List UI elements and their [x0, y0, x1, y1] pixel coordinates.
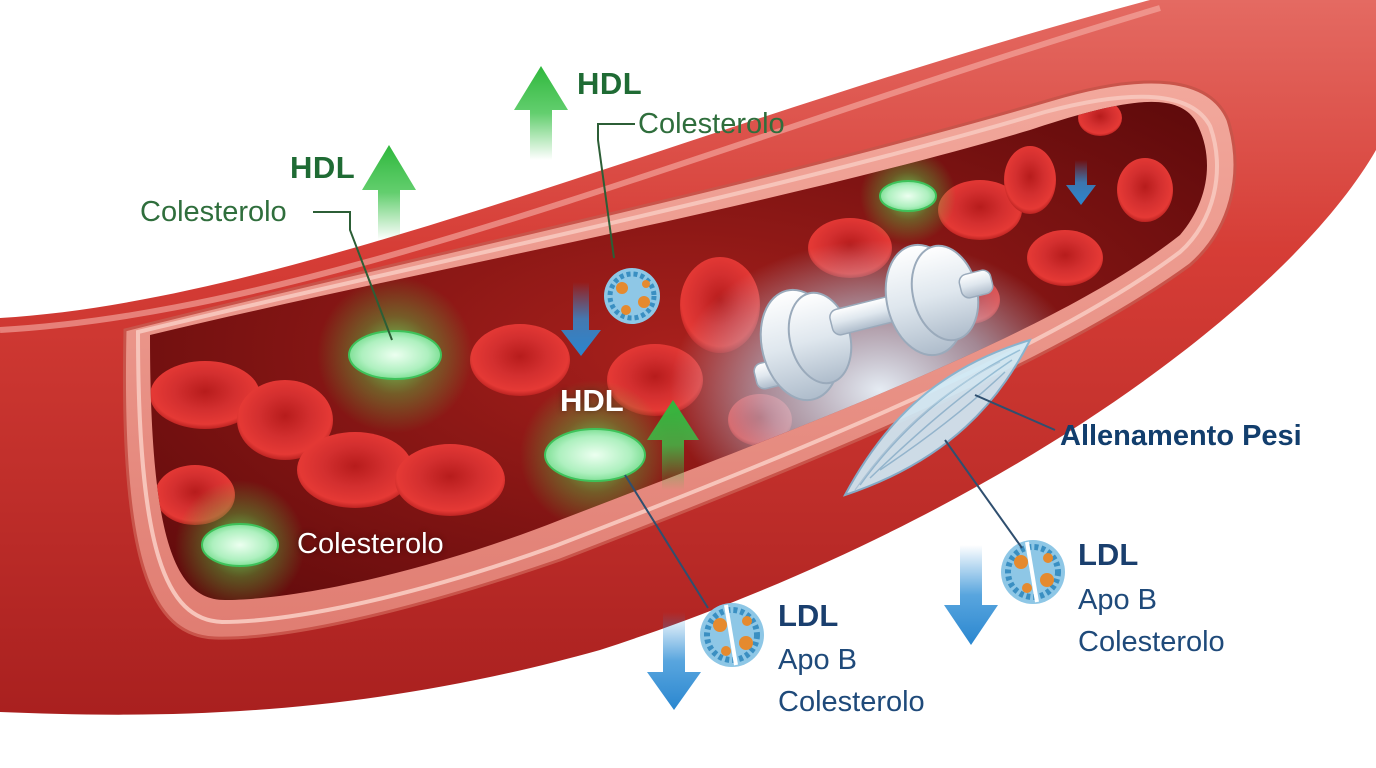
ldl-cholesterol-label-bottom: Colesterolo	[778, 686, 925, 718]
leader-lines	[313, 123, 1056, 609]
apob-label-bottom: Apo B	[778, 644, 857, 676]
dumbbell-icon	[753, 243, 994, 402]
ldl-label-bottom: LDL	[778, 598, 839, 633]
ldl-label-right: LDL	[1078, 537, 1139, 572]
exercise-label: Allenamento Pesi	[1060, 420, 1302, 452]
hdl-label-center: HDL	[560, 383, 624, 418]
cholesterol-label-top: Colesterolo	[638, 108, 785, 140]
muscle-icon	[842, 338, 1032, 497]
down-arrow-icon	[561, 160, 1096, 710]
apob-label-right: Apo B	[1078, 584, 1157, 616]
hdl-label-top: HDL	[577, 66, 643, 101]
cholesterol-label-left: Colesterolo	[140, 196, 287, 228]
ldl-particle-icon	[604, 268, 1065, 667]
cholesterol-label-bottom: Colesterolo	[297, 528, 444, 560]
hdl-label-left: HDL	[290, 150, 356, 185]
up-arrow-icon	[362, 66, 699, 490]
ldl-cholesterol-label-right: Colesterolo	[1078, 626, 1225, 658]
